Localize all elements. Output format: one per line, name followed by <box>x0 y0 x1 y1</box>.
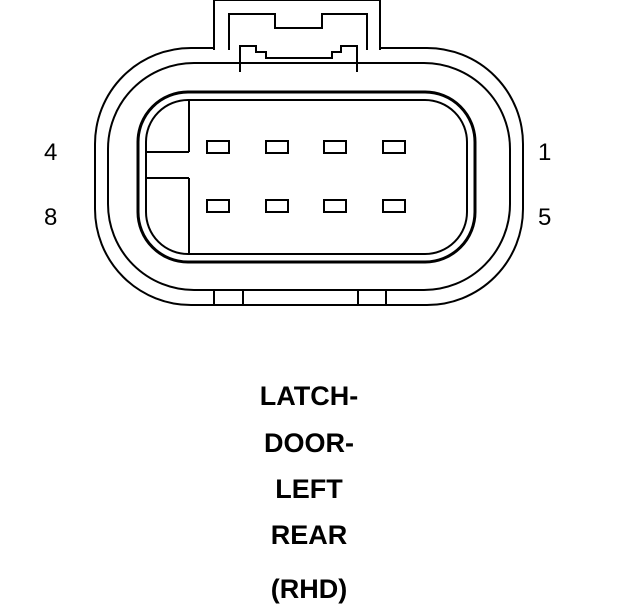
terminal-pin-2 <box>323 140 347 154</box>
pin-label-bottom-left: 8 <box>44 204 58 231</box>
pin-label-top-right: 1 <box>538 139 552 166</box>
terminal-pin-8 <box>206 199 230 213</box>
terminal-pin-4 <box>206 140 230 154</box>
terminal-pin-7 <box>265 199 289 213</box>
terminal-pin-5 <box>382 199 406 213</box>
caption-line-1: LATCH- <box>259 381 359 411</box>
cavity-inner-outline <box>145 99 468 255</box>
terminal-pin-1 <box>382 140 406 154</box>
terminal-pin-6 <box>323 199 347 213</box>
latch-tab <box>213 0 381 72</box>
inner-housing <box>107 62 511 291</box>
bottom-ribs <box>213 289 387 305</box>
caption-line-3: LEFT <box>275 474 343 504</box>
caption-line-5: (RHD) <box>270 574 348 604</box>
caption-line-2: DOOR- <box>264 428 354 458</box>
outer-housing <box>94 47 524 306</box>
cavity-outer-outline <box>136 90 477 264</box>
connector-face-diagram <box>94 0 524 306</box>
keying-notch <box>147 100 190 254</box>
pin-label-bottom-right: 5 <box>538 204 552 231</box>
pin-label-top-left: 4 <box>44 139 58 166</box>
terminal-pin-3 <box>265 140 289 154</box>
caption-line-4: REAR <box>270 520 348 550</box>
